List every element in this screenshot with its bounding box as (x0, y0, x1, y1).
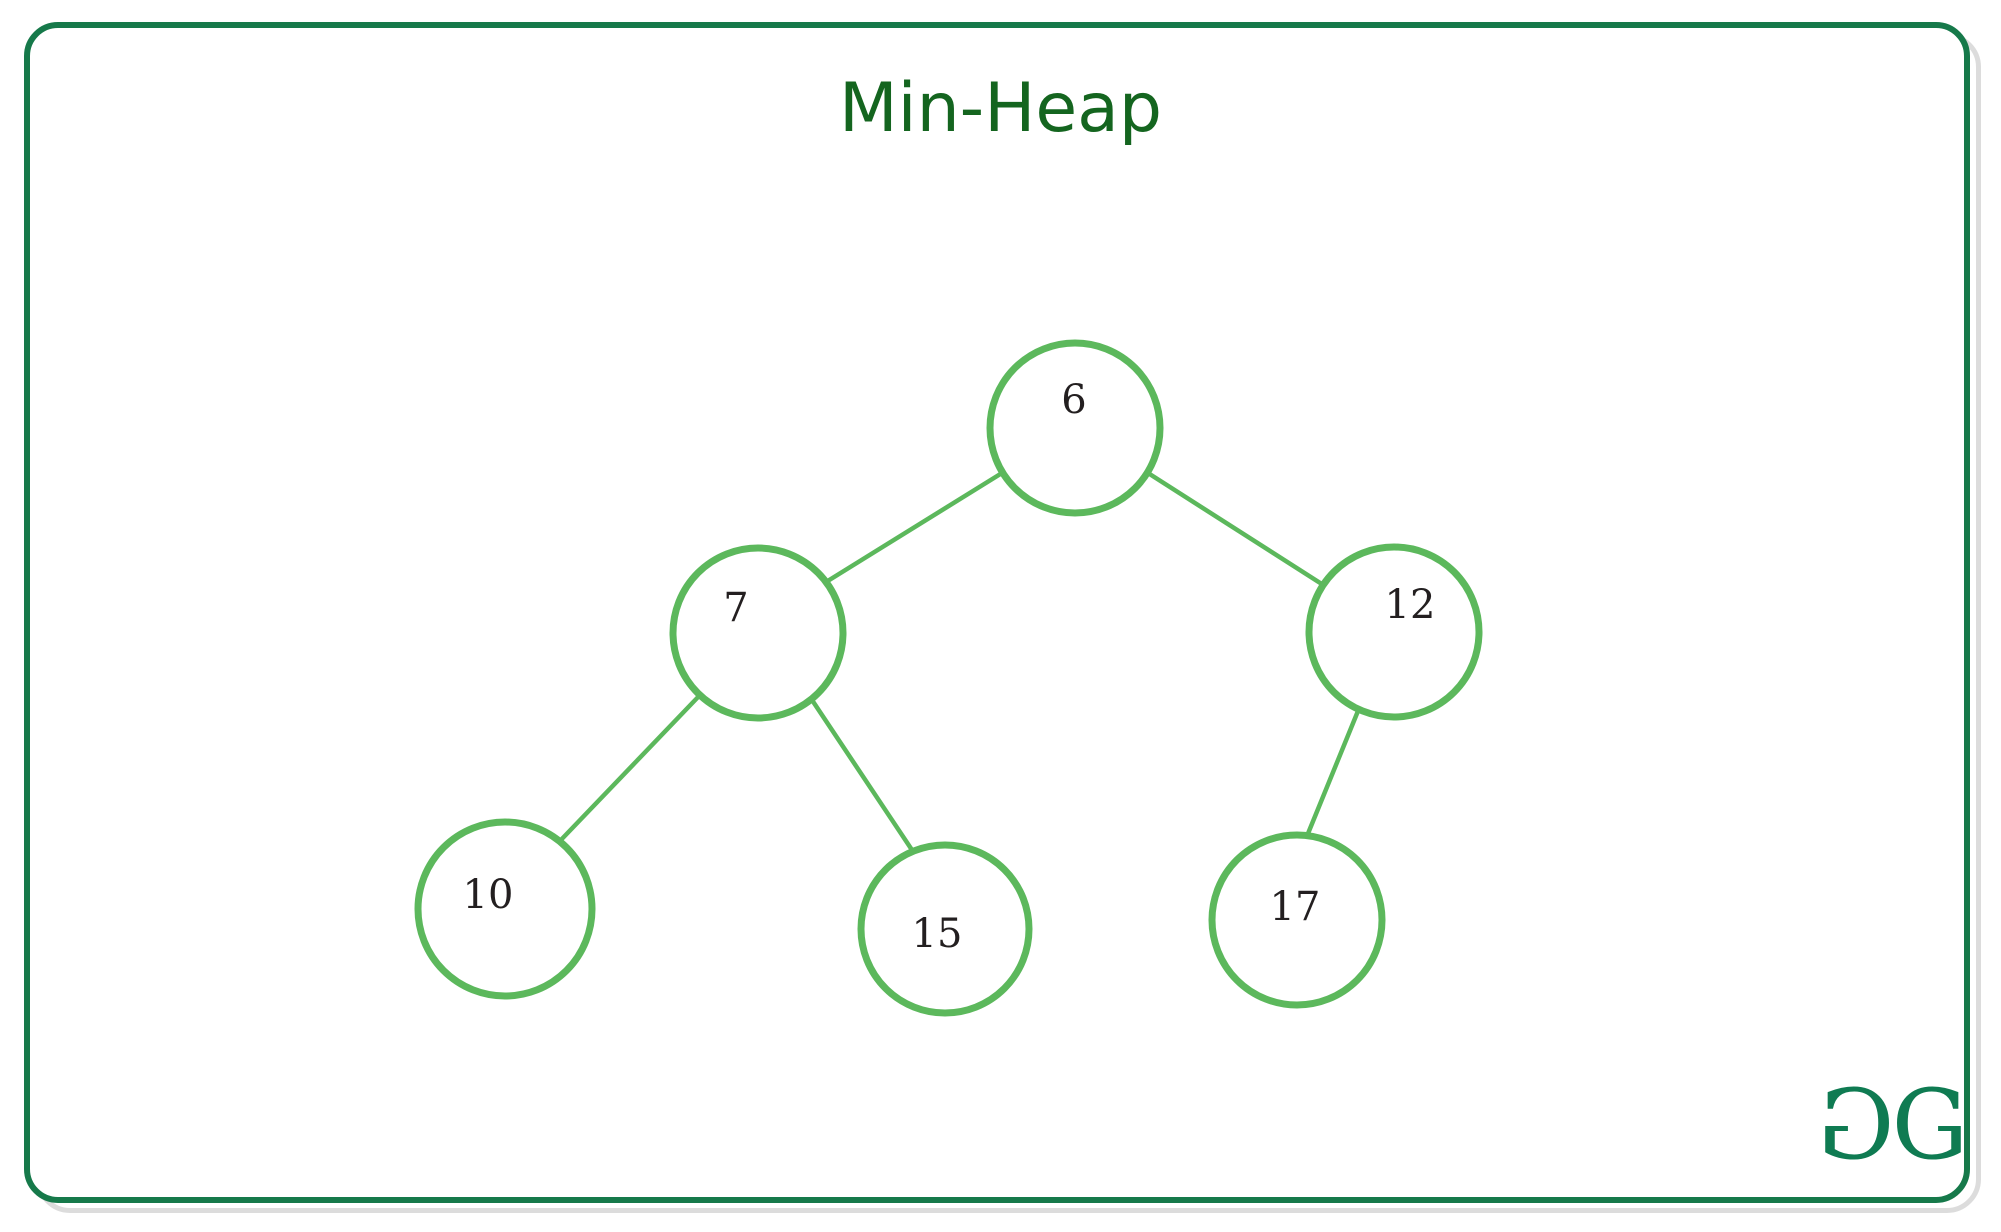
node-label-15: 15 (912, 911, 963, 957)
node-label-10: 10 (463, 872, 514, 918)
svg-text:G: G (1892, 1082, 1968, 1174)
tree-node-6[interactable]: 6 (986, 339, 1164, 517)
node-circle-6 (986, 339, 1164, 517)
tree-edge-n2-n5 (1304, 708, 1361, 839)
node-circle-7 (669, 544, 847, 722)
node-circle-17 (1208, 831, 1386, 1009)
node-circle-12 (1305, 543, 1483, 721)
page-title: Min-Heap (839, 69, 1162, 148)
tree-node-17[interactable]: 17 (1208, 831, 1386, 1009)
node-label-7: 7 (723, 585, 748, 631)
tree-edge-n1-n3 (555, 692, 703, 846)
tree-edge-n0-n2 (1145, 470, 1331, 591)
tree-node-12[interactable]: 12 (1305, 543, 1483, 721)
tree-edge-n1-n4 (807, 694, 915, 853)
tree-nodes: 6 7 12 10 15 17 (414, 339, 1483, 1017)
tree-node-10[interactable]: 10 (414, 818, 596, 1000)
tree-node-7[interactable]: 7 (669, 544, 847, 722)
node-label-6: 6 (1061, 377, 1086, 423)
tree-edges (555, 470, 1361, 853)
svg-text:G: G (1818, 1082, 1894, 1174)
node-label-17: 17 (1270, 884, 1321, 930)
node-label-12: 12 (1385, 582, 1436, 628)
geeksforgeeks-logo: G G (1818, 1082, 1968, 1174)
frame-border (24, 22, 1970, 1203)
node-circle-15 (857, 841, 1033, 1017)
tree-edge-n0-n1 (815, 470, 1005, 590)
tree-node-15[interactable]: 15 (857, 841, 1033, 1017)
node-circle-10 (414, 818, 596, 1000)
